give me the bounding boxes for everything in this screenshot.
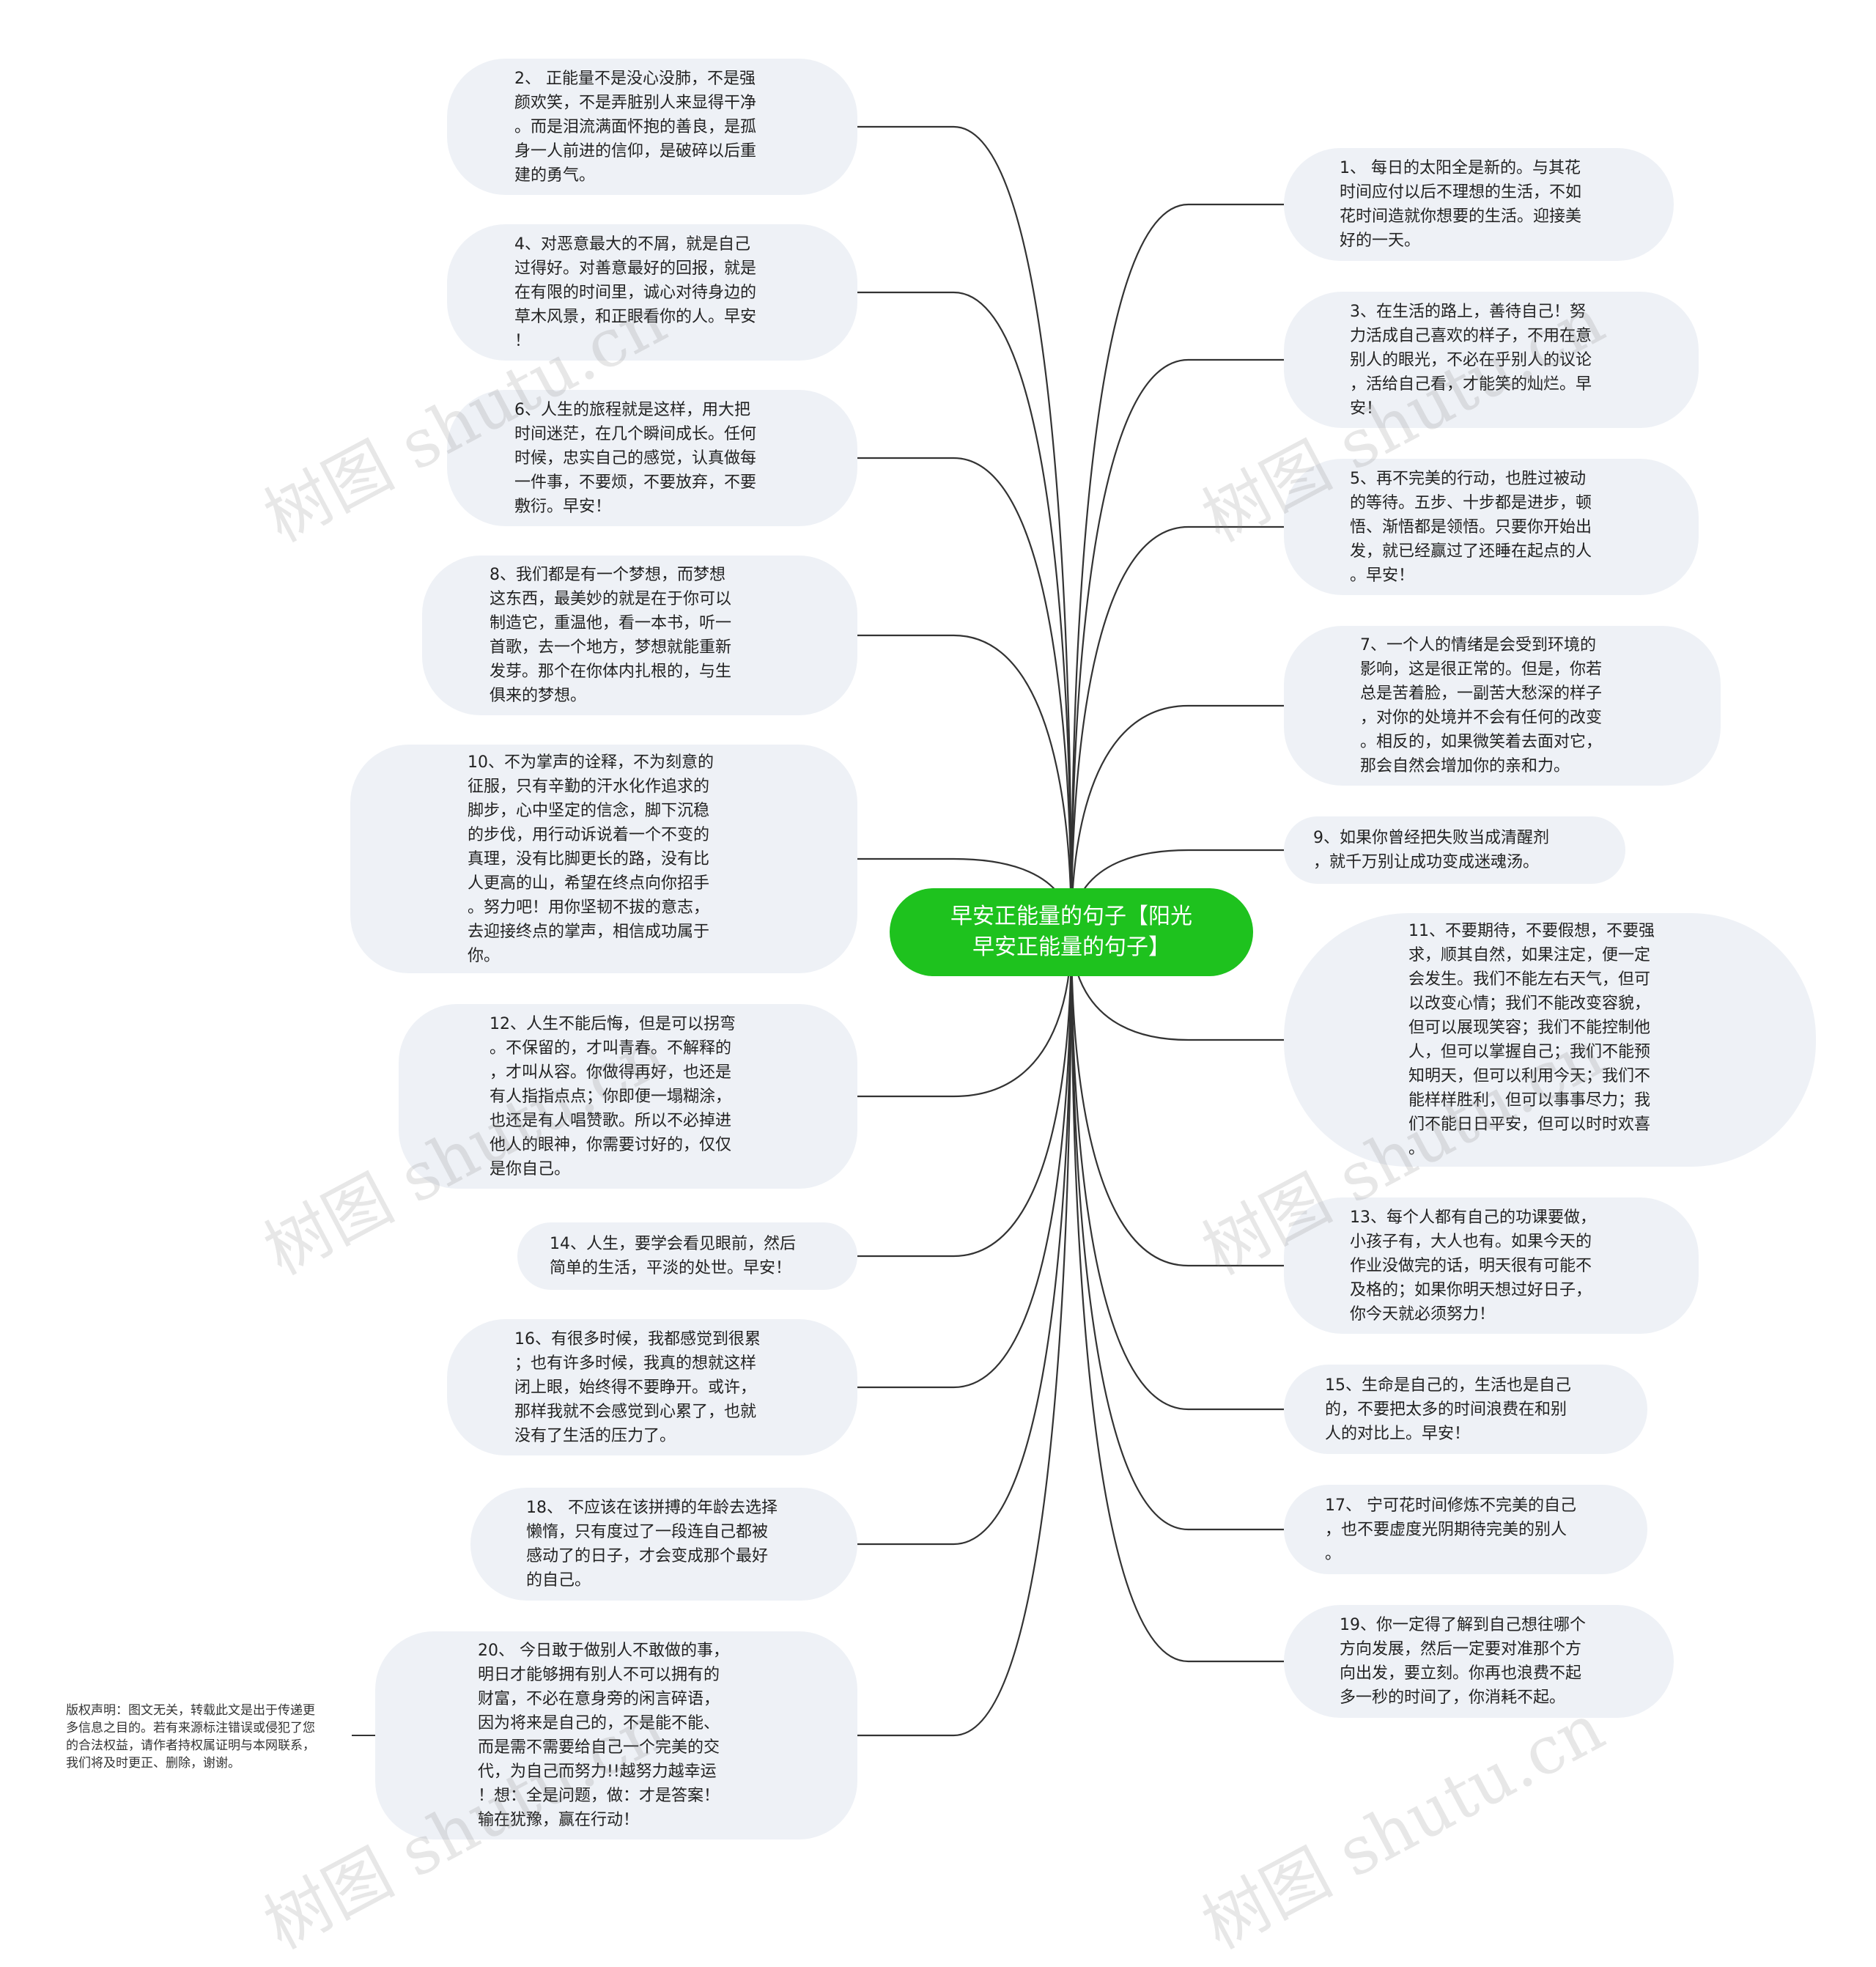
node-text: 5、再不完美的行动，也胜过被动 的等待。五步、十步都是进步，顿 悟、渐悟都是领悟…: [1350, 469, 1592, 585]
node-text: 3、在生活的路上，善待自己！努 力活成自己喜欢的样子，不用在意 别人的眼光，不必…: [1350, 302, 1592, 418]
right-node[interactable]: 11、不要期待，不要假想，不要强 求，顺其自然，如果注定，便一定 会发生。我们不…: [1284, 913, 1816, 1167]
copyright-notice: 版权声明：图文无关，转载此文是出于传递更 多信息之目的。若有来源标注错误或侵犯了…: [66, 1703, 315, 1771]
right-node[interactable]: 15、生命是自己的，生活也是自己 的，不要把太多的时间浪费在和别 人的对比上。早…: [1284, 1365, 1647, 1454]
connector-left: [857, 931, 1073, 1258]
node-text: 14、人生，要学会看见眼前，然后 简单的生活，平淡的处世。早安！: [550, 1235, 796, 1277]
node-text: 15、生命是自己的，生活也是自己 的，不要把太多的时间浪费在和别 人的对比上。早…: [1325, 1376, 1571, 1443]
left-node[interactable]: 20、 今日敢于做别人不敢做的事， 明日才能够拥有别人不可以拥有的 财富，不必在…: [375, 1631, 857, 1839]
node-text: 12、人生不能后悔，但是可以拐弯 。不保留的，才叫青春。不解释的 ，才叫从容。你…: [490, 1014, 736, 1178]
left-node[interactable]: 2、 正能量不是没心没肺，不是强 颜欢笑，不是弄脏别人来显得干净 。而是泪流满面…: [447, 59, 857, 195]
left-node[interactable]: 18、 不应该在该拼搏的年龄去选择 懒惰，只有度过了一段连自己都被 感动了的日子…: [470, 1488, 857, 1601]
right-node[interactable]: 3、在生活的路上，善待自己！努 力活成自己喜欢的样子，不用在意 别人的眼光，不必…: [1284, 292, 1699, 428]
node-text: 8、我们都是有一个梦想，而梦想 这东西，最美妙的就是在于你可以 制造它，重温他，…: [490, 566, 732, 705]
connector-right: [1070, 931, 1284, 1663]
connector-right: [1070, 525, 1284, 933]
node-text: 19、你一定得了解到自己想往哪个 方向发展，然后一定要对准那个方 向出发，要立刻…: [1340, 1616, 1586, 1707]
right-node[interactable]: 19、你一定得了解到自己想往哪个 方向发展，然后一定要对准那个方 向出发，要立刻…: [1284, 1605, 1674, 1718]
connector-left: [857, 931, 1073, 1389]
right-node[interactable]: 5、再不完美的行动，也胜过被动 的等待。五步、十步都是进步，顿 悟、渐悟都是领悟…: [1284, 459, 1699, 595]
node-text: 16、有很多时候，我都感觉到很累 ；也有许多时候，我真的想就这样 闭上眼，始终得…: [514, 1329, 761, 1445]
connector-left: [857, 931, 1073, 1737]
node-text: 9、如果你曾经把失败当成清醒剂 ，就千万别让成功变成迷魂汤。: [1313, 829, 1549, 871]
central-topic-label: 早安正能量的句子【阳光 早安正能量的句子】: [950, 904, 1192, 960]
node-text: 13、每个人都有自己的功课要做， 小孩子有，大人也有。如果今天的 作业没做完的话…: [1350, 1208, 1596, 1324]
right-node[interactable]: 7、一个人的情绪是会受到环境的 影响，这是很正常的。但是，你若 总是苦着脸，一副…: [1284, 626, 1721, 786]
node-text: 11、不要期待，不要假想，不要强 求，顺其自然，如果注定，便一定 会发生。我们不…: [1408, 922, 1655, 1158]
central-topic[interactable]: 早安正能量的句子【阳光 早安正能量的句子】: [890, 888, 1253, 976]
node-text: 7、一个人的情绪是会受到环境的 影响，这是很正常的。但是，你若 总是苦着脸，一副…: [1360, 636, 1603, 775]
connector-right: [1070, 931, 1284, 1267]
right-node[interactable]: 9、如果你曾经把失败当成清醒剂 ，就千万别让成功变成迷魂汤。: [1284, 816, 1625, 884]
node-text: 18、 不应该在该拼搏的年龄去选择 懒惰，只有度过了一段连自己都被 感动了的日子…: [526, 1499, 778, 1590]
connector-left: [857, 291, 1073, 933]
left-node[interactable]: 14、人生，要学会看见眼前，然后 简单的生活，平淡的处世。早安！: [517, 1222, 857, 1290]
left-node[interactable]: 8、我们都是有一个梦想，而梦想 这东西，最美妙的就是在于你可以 制造它，重温他，…: [422, 556, 857, 715]
left-node[interactable]: 12、人生不能后悔，但是可以拐弯 。不保留的，才叫青春。不解释的 ，才叫从容。你…: [399, 1004, 857, 1189]
connector-left: [857, 457, 1073, 933]
node-text: 4、对恶意最大的不屑，就是自己 过得好。对善意最好的回报，就是 在有限的时间里，…: [514, 235, 757, 350]
right-node[interactable]: 13、每个人都有自己的功课要做， 小孩子有，大人也有。如果今天的 作业没做完的话…: [1284, 1197, 1699, 1334]
left-node[interactable]: 16、有很多时候，我都感觉到很累 ；也有许多时候，我真的想就这样 闭上眼，始终得…: [447, 1319, 857, 1455]
left-node[interactable]: 4、对恶意最大的不屑，就是自己 过得好。对善意最好的回报，就是 在有限的时间里，…: [447, 224, 857, 361]
connector-left: [857, 931, 1073, 1546]
connector-right: [1070, 931, 1284, 1531]
connector-right: [1070, 358, 1284, 933]
left-node[interactable]: 6、人生的旅程就是这样，用大把 时间迷茫，在几个瞬间成长。任何 时候，忠实自己的…: [447, 390, 857, 526]
left-node[interactable]: 10、不为掌声的诠释，不为刻意的 征服，只有辛勤的汗水化作追求的 脚步，心中坚定…: [350, 745, 857, 973]
right-node[interactable]: 17、 宁可花时间修炼不完美的自己 ，也不要虚度光阴期待完美的别人 。: [1284, 1485, 1647, 1574]
right-node[interactable]: 1、 每日的太阳全是新的。与其花 时间应付以后不理想的生活，不如 花时间造就你想…: [1284, 148, 1674, 261]
node-text: 2、 正能量不是没心没肺，不是强 颜欢笑，不是弄脏别人来显得干净 。而是泪流满面…: [514, 69, 757, 185]
node-text: 20、 今日敢于做别人不敢做的事， 明日才能够拥有别人不可以拥有的 财富，不必在…: [478, 1642, 729, 1829]
node-text: 6、人生的旅程就是这样，用大把 时间迷茫，在几个瞬间成长。任何 时候，忠实自己的…: [514, 400, 757, 516]
node-text: 1、 每日的太阳全是新的。与其花 时间应付以后不理想的生活，不如 花时间造就你想…: [1340, 159, 1582, 250]
node-text: 17、 宁可花时间修炼不完美的自己 ，也不要虚度光阴期待完美的别人 。: [1325, 1496, 1576, 1563]
connector-right: [1070, 203, 1284, 933]
node-text: 10、不为掌声的诠释，不为刻意的 征服，只有辛勤的汗水化作追求的 脚步，心中坚定…: [468, 753, 714, 965]
connector-left: [857, 125, 1073, 933]
connector-right: [1070, 931, 1284, 1411]
